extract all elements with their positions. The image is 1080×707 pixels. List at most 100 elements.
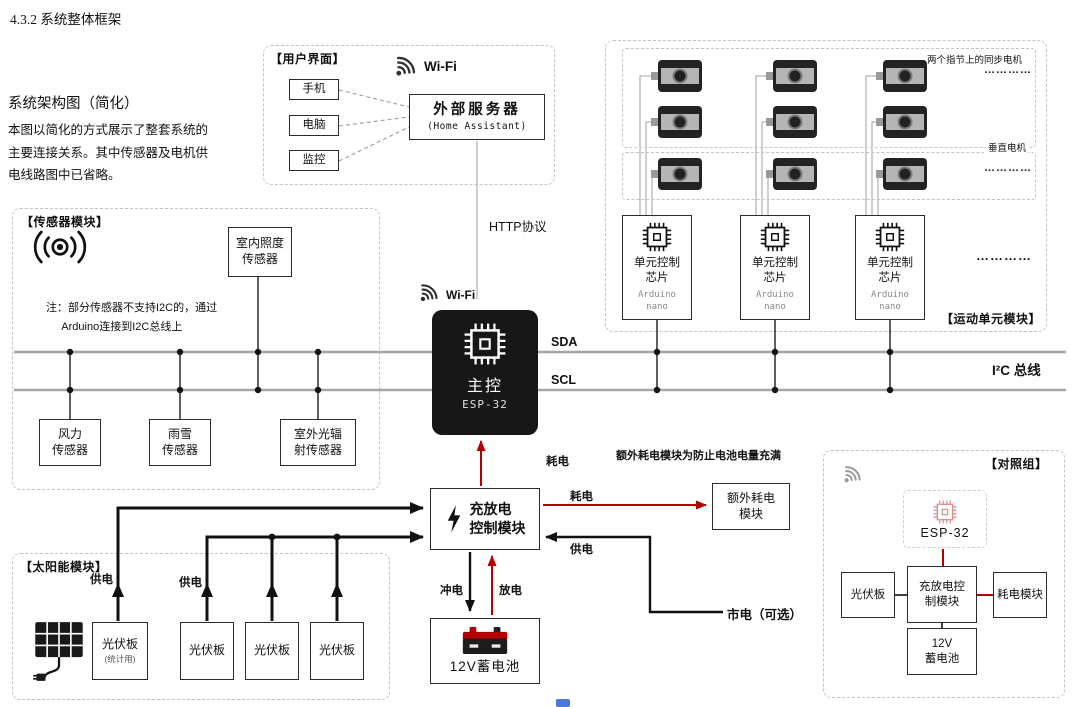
ui-module-frame — [263, 45, 555, 185]
lightning-icon — [447, 505, 460, 533]
section-title: 4.3.2 系统整体框架 — [10, 12, 122, 27]
pv-panel-sublabel: (统计用) — [104, 654, 136, 665]
page-marker — [556, 699, 570, 707]
charge-control-label: 充放电 控制模块 — [469, 501, 526, 536]
ellipsis-dots: ………… — [984, 64, 1032, 76]
stepper-motor-icon — [766, 158, 817, 190]
solar-supply-label-1: 供电 — [90, 574, 113, 586]
wifi-label-main: Wi-Fi — [446, 288, 476, 302]
esp32-control-box: ESP-32 — [903, 490, 987, 548]
solar-module-frame — [12, 553, 390, 700]
supply-mains-label: 供电 — [570, 544, 593, 556]
unit-chip-title: 单元控制 芯片 — [867, 256, 913, 284]
charge-control-box: 充放电 控制模块 — [430, 488, 540, 550]
external-server-subtitle: (Home Assistant) — [427, 120, 527, 132]
unit-chip-subtitle: Arduino nano — [756, 289, 794, 313]
vertical-motors-label: 垂直电机 — [986, 140, 1029, 154]
esp32-cg-chip-icon — [932, 499, 958, 525]
consume-extra-label: 耗电 — [570, 491, 593, 503]
solar-module-label: 【太阳能模块】 — [20, 560, 108, 574]
ellipsis-dots: ………… — [976, 248, 1032, 263]
stepper-motor-icon — [876, 106, 927, 138]
knuckle-motors-frame — [622, 48, 1036, 148]
cg-consumer-box: 耗电模块 — [993, 572, 1047, 618]
sensor-note: 注：部分传感器不支持I2C的，通过 Arduino连接到I2C总线上 — [46, 302, 218, 333]
cg-battery-box: 12V 蓄电池 — [907, 628, 977, 675]
unit-chip-subtitle: Arduino nano — [638, 289, 676, 313]
motion-module-frame — [605, 40, 1047, 332]
indoor-light-sensor-box: 室内照度 传感器 — [228, 227, 292, 277]
unit-chip-icon — [641, 221, 673, 253]
esp32-cg-label: ESP-32 — [920, 525, 970, 540]
stepper-motor-icon — [876, 60, 927, 92]
supply-junction-dots — [268, 533, 341, 541]
main-controller-subtitle: ESP-32 — [462, 398, 508, 411]
unit-chip-title: 单元控制 芯片 — [752, 256, 798, 284]
stepper-motor-icon — [766, 60, 817, 92]
cg-pv-box: 光伏板 — [841, 572, 895, 618]
ui-item-phone: 手机 — [289, 79, 339, 100]
main-controller-title: 主控 — [466, 378, 503, 395]
discharge-label: 放电 — [499, 585, 522, 597]
i2c-bus-label: I²C 总线 — [992, 363, 1041, 378]
intro-heading: 系统架构图（简化） — [8, 96, 139, 112]
pv-panel-box: 光伏板 — [310, 622, 364, 680]
ellipsis-dots: ………… — [984, 162, 1032, 174]
stepper-motor-icon — [651, 106, 702, 138]
cg-charge-box: 充放电控 制模块 — [907, 566, 977, 623]
battery-box: 12V蓄电池 — [430, 618, 540, 684]
sensor-module-frame — [12, 208, 380, 490]
bus-sda-label: SDA — [551, 335, 578, 349]
bus-junction-dots — [66, 348, 894, 394]
http-protocol-label: HTTP协议 — [489, 220, 547, 234]
external-server-title: 外部服务器 — [433, 101, 521, 118]
esp32-chip-icon — [462, 321, 508, 367]
stepper-motor-icon — [651, 158, 702, 190]
consumption-lines — [476, 440, 993, 615]
battery-label: 12V蓄电池 — [449, 658, 521, 674]
wireless-sensor-icon — [30, 226, 90, 273]
stepper-motor-icon — [766, 106, 817, 138]
solar-supply-label-2: 供电 — [179, 577, 202, 589]
vertical-motors-frame — [622, 152, 1036, 200]
supply-lines — [112, 502, 943, 628]
unit-chip-icon — [759, 221, 791, 253]
consume-main-label: 耗电 — [546, 456, 569, 468]
unit-chip-subtitle: Arduino nano — [871, 289, 909, 313]
bus-scl-label: SCL — [551, 373, 576, 387]
knuckle-motors-label: 两个指节上的同步电机 — [927, 55, 1023, 66]
unit-chip-box: 单元控制 芯片 Arduino nano — [740, 215, 810, 320]
pv-panel-box: 光伏板 — [245, 622, 299, 680]
wind-sensor-box: 风力 传感器 — [39, 419, 101, 466]
stepper-motor-icon — [876, 158, 927, 190]
ui-item-monitor: 监控 — [289, 150, 339, 171]
pv-panel-stat-box: 光伏板 (统计用) — [92, 622, 148, 680]
extra-consumer-note: 额外耗电模块为防止电池电量充满 — [616, 450, 781, 462]
intro-body: 本图以简化的方式展示了整套系统的 主要连接关系。其中传感器及电机供 电线路图中已… — [8, 123, 209, 182]
charge-label: 冲电 — [440, 585, 463, 597]
unit-chip-box: 单元控制 芯片 Arduino nano — [622, 215, 692, 320]
unit-chip-icon — [874, 221, 906, 253]
unit-chip-title: 单元控制 芯片 — [634, 256, 680, 284]
pv-panel-box: 光伏板 — [180, 622, 234, 680]
ui-module-label: 【用户界面】 — [270, 52, 346, 66]
mains-label: 市电（可选） — [727, 608, 803, 622]
stepper-motor-icon — [651, 60, 702, 92]
solar-panel-icon — [33, 620, 85, 689]
main-controller-box: 主控 ESP-32 — [432, 310, 538, 435]
unit-chip-box: 单元控制 芯片 Arduino nano — [855, 215, 925, 320]
control-group-frame — [823, 450, 1065, 698]
battery-icon — [462, 626, 508, 654]
external-server-box: 外部服务器 (Home Assistant) — [409, 94, 545, 140]
extra-consumer-box: 额外耗电 模块 — [712, 483, 790, 530]
ui-server-links — [338, 89, 410, 162]
wifi-label-server: Wi-Fi — [424, 59, 457, 74]
ui-item-computer: 电脑 — [289, 115, 339, 136]
motion-module-label: 【运动单元模块】 — [941, 312, 1042, 326]
rain-snow-sensor-box: 雨雪 传感器 — [149, 419, 211, 466]
i2c-bus-lines — [14, 350, 1066, 392]
control-group-label: 【对照组】 — [985, 457, 1048, 471]
outdoor-radiation-sensor-box: 室外光辐 射传感器 — [280, 419, 356, 466]
